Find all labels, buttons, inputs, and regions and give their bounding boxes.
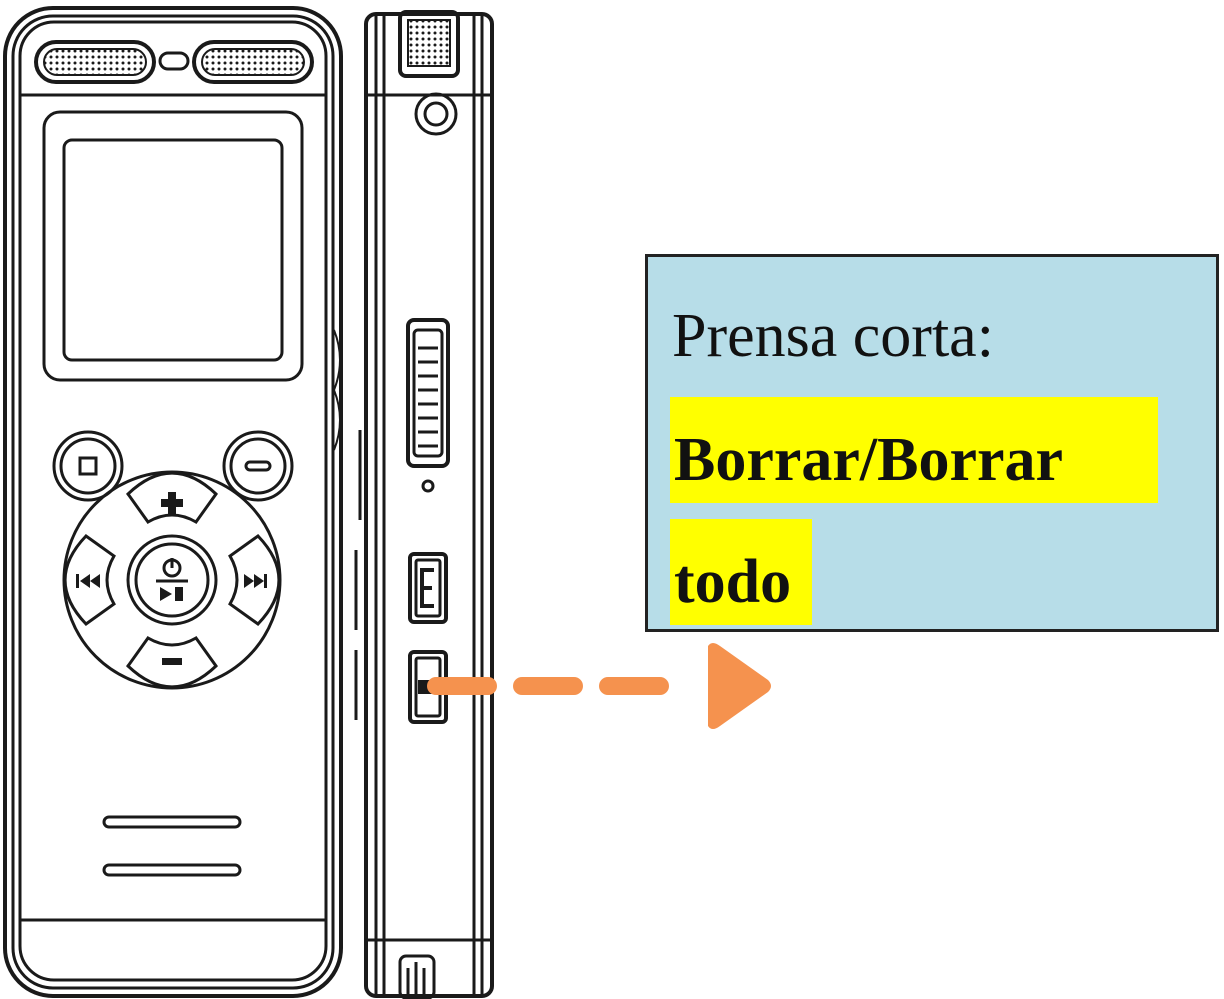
speaker-grille-left [34, 40, 156, 84]
power-play-pause-icon [156, 558, 188, 601]
callout-box: Prensa corta: Borrar/Borrar todo [645, 254, 1219, 632]
callout-title: Prensa corta: [672, 302, 994, 370]
action-text-line-2: todo [674, 548, 792, 616]
previous-track-icon [76, 574, 100, 588]
highlight-line-1: Borrar/Borrar [670, 397, 1158, 503]
recorder-side-view [354, 10, 494, 999]
volume-slider [406, 318, 450, 468]
next-track-icon [244, 574, 267, 588]
highlight-line-2: todo [670, 519, 812, 625]
pointer-arrow [427, 643, 771, 729]
stop-button [52, 430, 124, 502]
headphone-jack [414, 92, 458, 136]
indicator-led [421, 479, 435, 493]
e-button [408, 552, 448, 624]
top-microphone [398, 10, 460, 78]
speaker-slot-bottom [102, 863, 242, 877]
plus-icon [161, 492, 183, 514]
minus-icon [162, 658, 182, 665]
recorder-front-view [3, 6, 343, 998]
speaker-grille-right [192, 40, 314, 84]
usb-connector [398, 954, 436, 999]
microphone-slot [158, 51, 190, 71]
navigation-pad [62, 470, 282, 690]
display-screen [42, 110, 304, 382]
action-text-line-1: Borrar/Borrar [674, 426, 1064, 494]
minus-round-button [222, 430, 294, 502]
speaker-slot-top [102, 815, 242, 829]
